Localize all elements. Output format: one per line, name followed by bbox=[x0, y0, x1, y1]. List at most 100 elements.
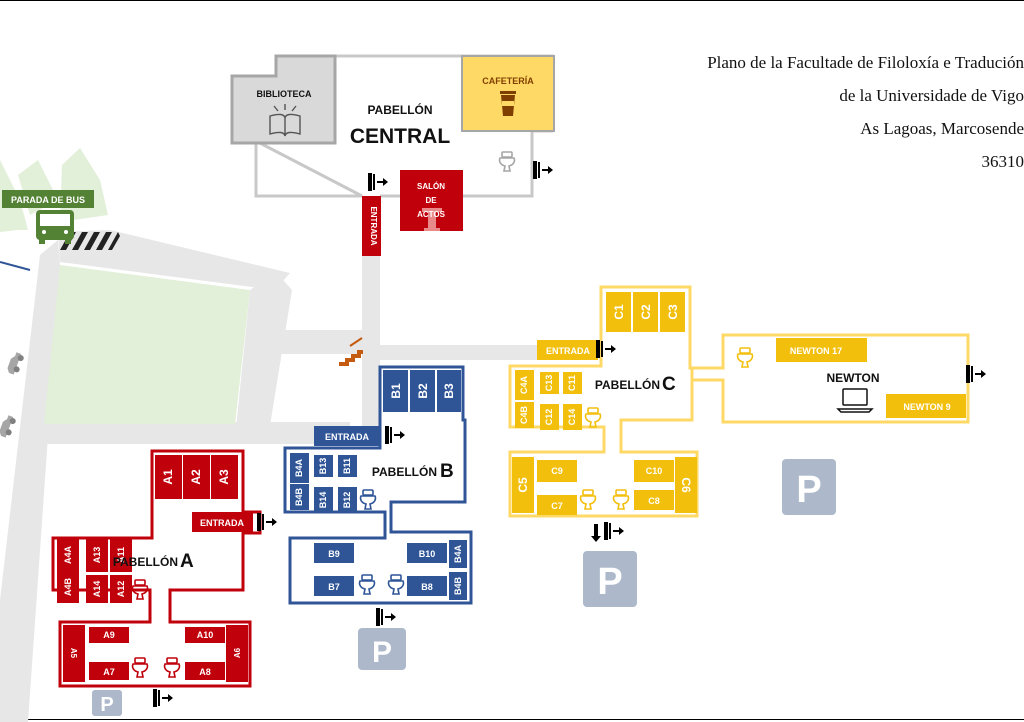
room-b4a-lower: B4A bbox=[453, 545, 463, 564]
toilet-icon bbox=[131, 657, 149, 678]
room-b13: B13 bbox=[318, 458, 328, 475]
central-entrada-label: ENTRADA bbox=[369, 206, 378, 245]
room-c13: C13 bbox=[544, 375, 554, 392]
salon-label-1: SALÓN bbox=[417, 182, 445, 191]
room-b7: B7 bbox=[328, 582, 340, 592]
bus-icon bbox=[36, 210, 74, 244]
room-a7: A7 bbox=[103, 667, 115, 677]
room-c5: C5 bbox=[516, 477, 530, 493]
room-a11: A11 bbox=[116, 547, 126, 563]
room-a9: A9 bbox=[103, 630, 115, 640]
toilet-icon bbox=[579, 489, 597, 510]
parking-label: P bbox=[100, 694, 113, 716]
room-b4b: B4B bbox=[294, 488, 304, 507]
room-c9: C9 bbox=[551, 466, 563, 476]
room-b1: B1 bbox=[389, 383, 403, 399]
stairs-icon bbox=[339, 337, 363, 366]
room-b10: B10 bbox=[419, 549, 436, 559]
pabellon-a-letter: A bbox=[180, 551, 194, 572]
room-a1: A1 bbox=[161, 469, 175, 485]
door-icon bbox=[966, 365, 986, 383]
room-c12: C12 bbox=[544, 409, 554, 426]
room-a13: A13 bbox=[92, 547, 102, 564]
top-border bbox=[0, 0, 1024, 1]
room-a4b: A4B bbox=[63, 578, 73, 597]
door-icon bbox=[153, 689, 173, 707]
room-b8: B8 bbox=[421, 582, 433, 592]
biblioteca-label: BIBLIOTECA bbox=[257, 89, 312, 99]
parking-label: P bbox=[597, 561, 622, 603]
pabellon-central: BIBLIOTECA CAFETERÍA PABELLÓN CENTRAL SA… bbox=[230, 54, 555, 366]
room-a10: A10 bbox=[197, 630, 214, 640]
coffee-icon bbox=[500, 91, 516, 116]
room-b4b-lower: B4B bbox=[453, 577, 463, 596]
bottom-border bbox=[0, 719, 1024, 720]
lectern-icon bbox=[422, 208, 442, 231]
room-b3: B3 bbox=[442, 383, 456, 399]
room-c1: C1 bbox=[612, 304, 626, 320]
bus-stop-label: PARADA DE BUS bbox=[11, 195, 85, 205]
pabellon-c-entrada: ENTRADA bbox=[546, 346, 590, 356]
pabellon-c-letter: C bbox=[662, 374, 676, 395]
room-b9: B9 bbox=[328, 549, 340, 559]
newton-label: NEWTON bbox=[826, 371, 879, 385]
door-icon bbox=[368, 173, 388, 191]
parking-label: P bbox=[796, 469, 821, 511]
toilet-icon bbox=[387, 574, 405, 595]
room-b14: B14 bbox=[318, 492, 328, 509]
toilet-icon bbox=[612, 489, 630, 510]
room-c4a: C4A bbox=[519, 376, 529, 395]
door-icon bbox=[533, 161, 553, 179]
door-icon bbox=[591, 522, 624, 542]
room-c2: C2 bbox=[639, 304, 653, 320]
pabellon-b: B1 B2 B3 B4A B4B B13 B14 B11 B12 B9 B10 … bbox=[283, 365, 473, 626]
room-c14: C14 bbox=[567, 409, 577, 426]
room-b11: B11 bbox=[342, 458, 352, 474]
salon-label-3: ACTOS bbox=[417, 210, 446, 219]
pabellon-c: C1 C2 C3 C4A C4B C13 C12 C11 C14 C9 C10 … bbox=[508, 285, 986, 542]
room-a3: A3 bbox=[217, 469, 231, 485]
title-line-1: Plano de la Facultade de Filoloxía e Tra… bbox=[707, 53, 1024, 72]
toilet-icon bbox=[163, 657, 181, 678]
room-c3: C3 bbox=[666, 304, 680, 320]
room-c6: C6 bbox=[679, 477, 693, 493]
room-newton-9: NEWTON 9 bbox=[903, 402, 950, 412]
room-a6: A6 bbox=[233, 647, 242, 658]
toilet-icon bbox=[358, 574, 376, 595]
parking-label: P bbox=[372, 636, 392, 669]
door-icon bbox=[385, 426, 405, 444]
pabellon-c-label: PABELLÓN bbox=[595, 377, 660, 392]
road bbox=[0, 230, 547, 722]
cafeteria-label: CAFETERÍA bbox=[482, 76, 534, 86]
room-b2: B2 bbox=[416, 383, 430, 399]
bus-stop: PARADA DE BUS bbox=[2, 190, 94, 244]
title-line-2: de la Universidade de Vigo bbox=[839, 86, 1024, 105]
pabellon-central-label-bottom: CENTRAL bbox=[350, 125, 450, 148]
door-icon bbox=[596, 340, 616, 358]
room-c7: C7 bbox=[551, 501, 563, 511]
pabellon-a-label: PABELLÓN bbox=[113, 554, 178, 569]
toilet-icon bbox=[359, 489, 377, 510]
room-a8: A8 bbox=[199, 667, 211, 677]
door-icon bbox=[376, 608, 396, 626]
parking: P P P P bbox=[92, 459, 836, 716]
pabellon-central-label-top: PABELLÓN bbox=[367, 102, 432, 117]
toilet-icon bbox=[584, 407, 602, 428]
room-newton-17: NEWTON 17 bbox=[790, 346, 842, 356]
map-title: Plano de la Facultade de Filoloxía e Tra… bbox=[700, 46, 1024, 178]
room-a2: A2 bbox=[189, 469, 203, 485]
title-line-4: 36310 bbox=[981, 152, 1024, 171]
pabellon-b-entrada: ENTRADA bbox=[325, 432, 369, 442]
toilet-icon bbox=[736, 347, 754, 368]
pabellon-b-letter: B bbox=[440, 461, 454, 482]
room-a14: A14 bbox=[92, 581, 102, 598]
room-c8: C8 bbox=[648, 496, 660, 506]
room-a4a: A4A bbox=[63, 546, 73, 565]
car-icon bbox=[0, 414, 17, 440]
room-c11: C11 bbox=[567, 375, 577, 391]
room-c10: C10 bbox=[646, 466, 663, 476]
toilet-icon bbox=[498, 151, 516, 172]
pabellon-a: A1 A2 A3 A4A A4B A13 A14 A11 A12 A9 A10 … bbox=[51, 449, 277, 707]
pabellon-a-entrada: ENTRADA bbox=[200, 518, 244, 528]
title-line-3: As Lagoas, Marcosende bbox=[860, 119, 1024, 138]
